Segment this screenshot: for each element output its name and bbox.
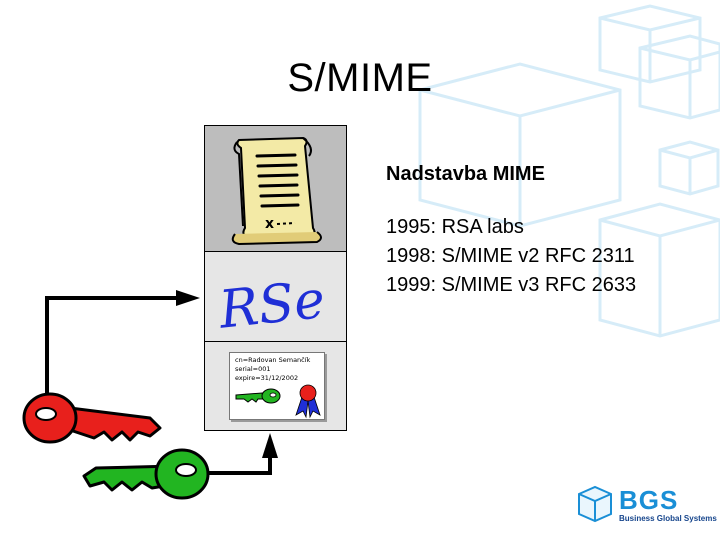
history-line: 1998: S/MIME v2 RFC 2311 — [386, 245, 635, 267]
signed-message-diagram: x RSe cn=Radovan Semančík serial=001 exp… — [204, 125, 347, 431]
mini-green-key-icon — [235, 388, 281, 404]
red-key-icon — [22, 392, 162, 444]
signature-section: RSe — [205, 252, 346, 342]
ribbon-seal-icon — [295, 384, 321, 419]
cube-logo-icon — [578, 485, 612, 523]
bgs-logo: BGS Business Global Systems — [575, 484, 717, 528]
slide-title: S/MIME — [287, 56, 433, 100]
document-scroll-icon: x — [231, 136, 322, 246]
certificate-expire: expire=31/12/2002 — [235, 374, 299, 382]
certificate-section: cn=Radovan Semančík serial=001 expire=31… — [205, 342, 346, 430]
arrow-to-certificate — [207, 433, 278, 475]
signature-graphic: RSe — [215, 270, 327, 341]
document-section: x — [205, 126, 346, 252]
content-text-block: Nadstavba MIME 1995: RSA labs 1998: S/MI… — [386, 160, 636, 300]
arrow-to-signature — [45, 290, 200, 398]
history-line: 1995: RSA labs — [386, 216, 524, 238]
history-line: 1999: S/MIME v3 RFC 2633 — [386, 274, 637, 296]
green-key-icon — [82, 448, 210, 500]
logo-tagline: Business Global Systems — [619, 514, 717, 523]
certificate-serial: serial=001 — [235, 365, 271, 373]
signature-text: RSe — [215, 270, 327, 341]
certificate-card: cn=Radovan Semančík serial=001 expire=31… — [229, 352, 325, 420]
certificate-cn: cn=Radovan Semančík — [235, 356, 311, 364]
logo-name: BGS — [619, 485, 679, 515]
content-heading: Nadstavba MIME — [386, 163, 545, 185]
document-mark: x — [265, 216, 274, 232]
